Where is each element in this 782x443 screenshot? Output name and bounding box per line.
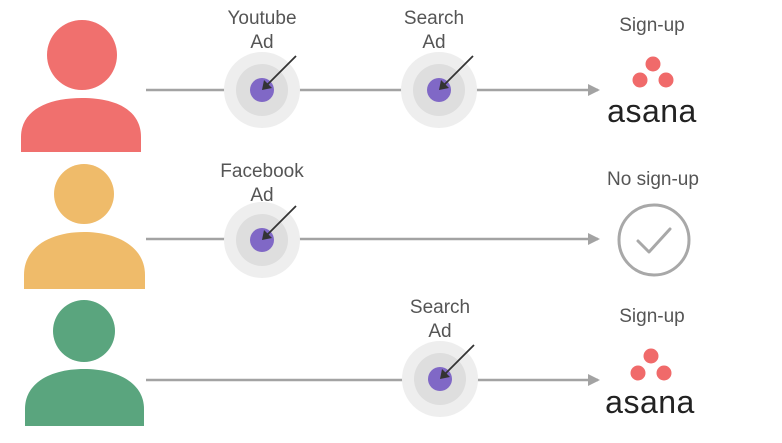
facebook-ad-target-icon — [224, 202, 300, 278]
search-ad-target-icon-2 — [402, 341, 478, 417]
journey-3 — [25, 300, 672, 426]
touchpoint-label-line1: Search — [409, 297, 471, 318]
asana-logo-dots — [632, 56, 674, 88]
journey-1 — [21, 20, 674, 152]
touchpoint-label-line1: Search — [403, 8, 465, 29]
touchpoint-label-line1: Youtube — [227, 8, 297, 29]
asana-logo-dots-2 — [630, 348, 672, 381]
touchpoint-label-search-ad-2: Search Ad — [390, 296, 490, 344]
touchpoint-label-line2: Ad — [428, 321, 452, 342]
user-1-person-icon — [21, 20, 141, 152]
touchpoint-label-facebook-ad: Facebook Ad — [202, 160, 322, 208]
user-2-person-icon — [24, 164, 145, 289]
touchpoint-label-youtube-ad: Youtube Ad — [212, 7, 312, 55]
touchpoint-label-line2: Ad — [422, 32, 446, 53]
user-3-person-icon — [25, 300, 144, 426]
outcome-label-1: Sign-up — [619, 15, 685, 36]
outcome-label-2: No sign-up — [607, 169, 699, 190]
journey-2 — [24, 164, 691, 289]
search-ad-target-icon — [401, 52, 477, 128]
touchpoint-label-line1: Facebook — [220, 161, 304, 182]
asana-logo-text-2: asana — [605, 384, 695, 420]
youtube-ad-target-icon — [224, 52, 300, 128]
touchpoint-label-search-ad: Search Ad — [384, 7, 484, 55]
outcome-label-3: Sign-up — [619, 306, 685, 327]
touchpoint-label-line2: Ad — [250, 185, 274, 206]
touchpoint-label-line2: Ad — [250, 32, 274, 53]
check-circle-icon — [617, 203, 691, 277]
asana-logo-text: asana — [607, 93, 697, 129]
